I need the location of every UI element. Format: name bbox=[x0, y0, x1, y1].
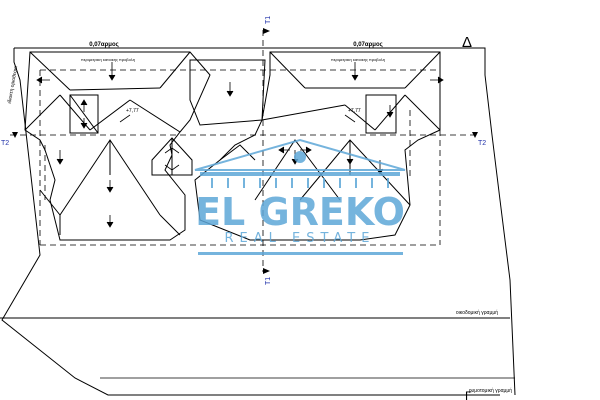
slope-arrow bbox=[226, 82, 234, 97]
ridge bbox=[261, 104, 346, 121]
roof-note-right: περιμετρικη κατοικης προβολη bbox=[331, 57, 385, 62]
slope-arrow bbox=[80, 99, 88, 112]
slope-arrow bbox=[300, 146, 312, 154]
section-marker-left: T2 bbox=[1, 140, 9, 147]
side-boundary-label: ιδιοκτη οριοθεσια bbox=[7, 65, 20, 104]
slope-arrow bbox=[164, 147, 180, 154]
section-flag bbox=[263, 268, 270, 274]
brand-watermark: EL GREKO REAL ESTATE bbox=[194, 138, 406, 255]
dormer bbox=[365, 94, 397, 134]
dormer bbox=[69, 94, 99, 134]
slope-arrow bbox=[80, 118, 88, 129]
section-marker-top: T1 bbox=[265, 16, 272, 24]
ridge bbox=[159, 214, 181, 236]
level-label-left: +7,77 bbox=[126, 108, 139, 114]
corner-marker-delta: Δ bbox=[462, 34, 472, 51]
section-marker-bottom: T1 bbox=[265, 277, 272, 285]
logo-building-icon bbox=[194, 138, 406, 188]
ridge bbox=[39, 189, 61, 235]
ridge bbox=[69, 87, 161, 91]
brand-name: EL GREKO bbox=[195, 190, 405, 234]
central-connector bbox=[189, 59, 266, 126]
section-marker-right: T2 bbox=[478, 140, 486, 147]
slope-arrow bbox=[119, 114, 131, 123]
slope-arrow bbox=[386, 105, 394, 118]
slope-arrow bbox=[344, 114, 356, 123]
ridge bbox=[404, 94, 441, 131]
roof-note-left: περιμετρικη κατοικης προβολη bbox=[81, 57, 135, 62]
slope-arrow bbox=[164, 164, 180, 171]
section-flag bbox=[472, 132, 478, 138]
slope-arrow bbox=[278, 146, 290, 154]
slope-arrow bbox=[36, 76, 50, 84]
brand-tagline: REAL ESTATE bbox=[225, 231, 376, 246]
corner-marker-gamma: Γ bbox=[465, 389, 472, 400]
plot-boundary-right bbox=[14, 47, 516, 396]
level-label-right: +7,77 bbox=[348, 108, 361, 114]
right-wing-outline bbox=[194, 51, 441, 241]
ratio-label-left: 0,07αρμος bbox=[89, 42, 119, 48]
ridge bbox=[344, 104, 376, 131]
plot-boundary bbox=[1, 48, 500, 396]
ridge bbox=[129, 99, 181, 133]
building-line-label: οικοδομική γραμμή bbox=[456, 309, 498, 316]
ratio-label-right: 0,07αρμος bbox=[353, 42, 383, 48]
street-line-label: ρυμοτομική γραμμή bbox=[469, 387, 513, 394]
slope-arrow bbox=[56, 150, 64, 165]
left-wing-outline bbox=[24, 51, 211, 241]
section-flag bbox=[12, 132, 18, 138]
ridge bbox=[89, 99, 131, 131]
brand-underline bbox=[198, 252, 403, 255]
slope-arrow bbox=[346, 150, 354, 165]
slope-arrow bbox=[106, 215, 114, 228]
dormer bbox=[151, 137, 193, 176]
slope-arrow bbox=[106, 180, 114, 193]
slope-arrow bbox=[430, 76, 444, 84]
ridge bbox=[269, 51, 306, 89]
section-flag bbox=[263, 28, 270, 34]
slope-arrow bbox=[351, 62, 359, 81]
ridge bbox=[24, 94, 61, 131]
slope-arrow bbox=[108, 62, 116, 81]
ridge bbox=[29, 51, 71, 91]
